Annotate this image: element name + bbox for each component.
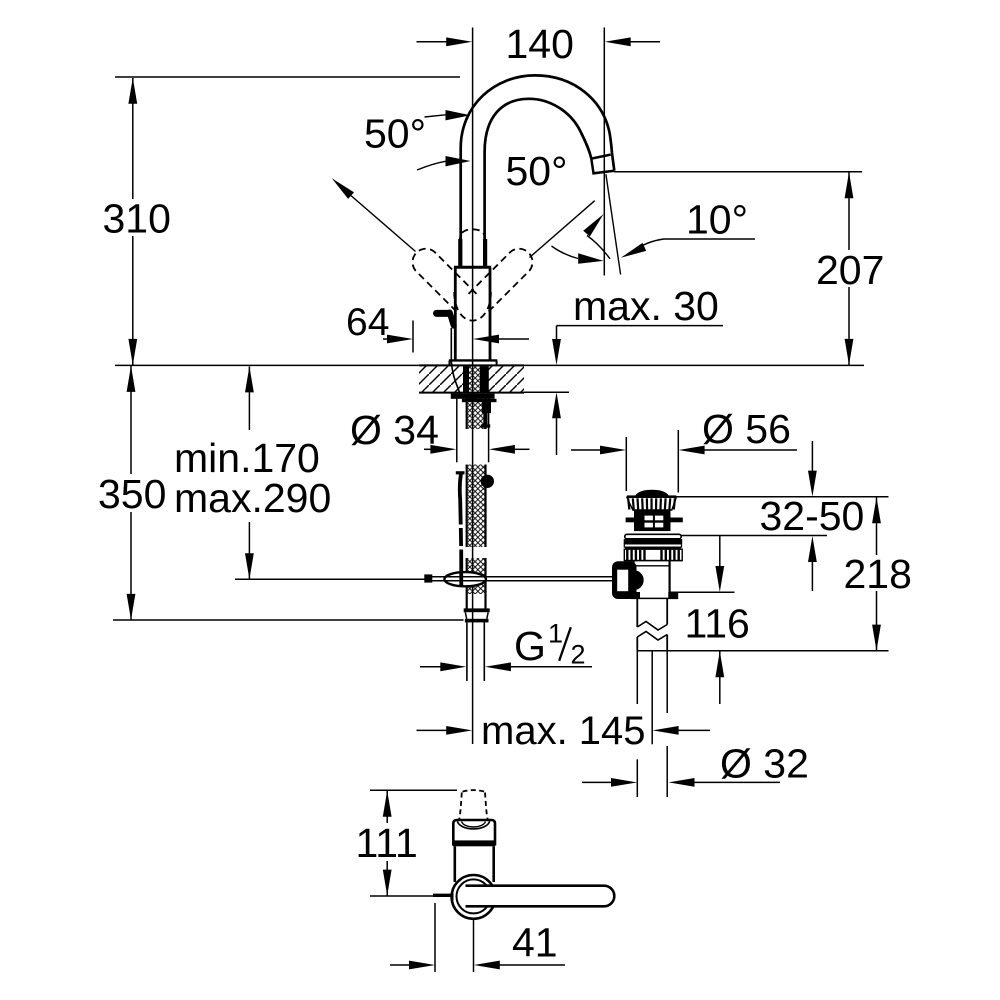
svg-text:310: 310	[103, 196, 171, 242]
svg-text:116: 116	[685, 601, 750, 647]
svg-text:2: 2	[571, 640, 586, 670]
svg-text:111: 111	[356, 820, 418, 866]
svg-text:64: 64	[346, 301, 389, 344]
svg-text:207: 207	[816, 247, 884, 293]
svg-text:max. 30: max. 30	[573, 283, 719, 329]
svg-text:32-50: 32-50	[760, 493, 865, 539]
svg-text:350: 350	[98, 471, 166, 517]
svg-text:50°: 50°	[364, 111, 426, 157]
svg-text:Ø 56: Ø 56	[702, 406, 791, 452]
svg-text:Ø 34: Ø 34	[350, 407, 439, 453]
svg-text:140: 140	[506, 21, 574, 67]
svg-text:min.170: min.170	[174, 435, 320, 481]
svg-text:max. 145: max. 145	[481, 709, 646, 753]
svg-text:50°: 50°	[506, 148, 568, 194]
svg-text:max.290: max.290	[174, 475, 331, 521]
svg-text:10°: 10°	[686, 197, 748, 243]
svg-text:Ø 32: Ø 32	[720, 741, 809, 787]
svg-text:218: 218	[844, 551, 912, 597]
svg-text:G: G	[514, 623, 546, 669]
svg-text:1: 1	[548, 619, 563, 649]
svg-text:41: 41	[512, 920, 558, 966]
